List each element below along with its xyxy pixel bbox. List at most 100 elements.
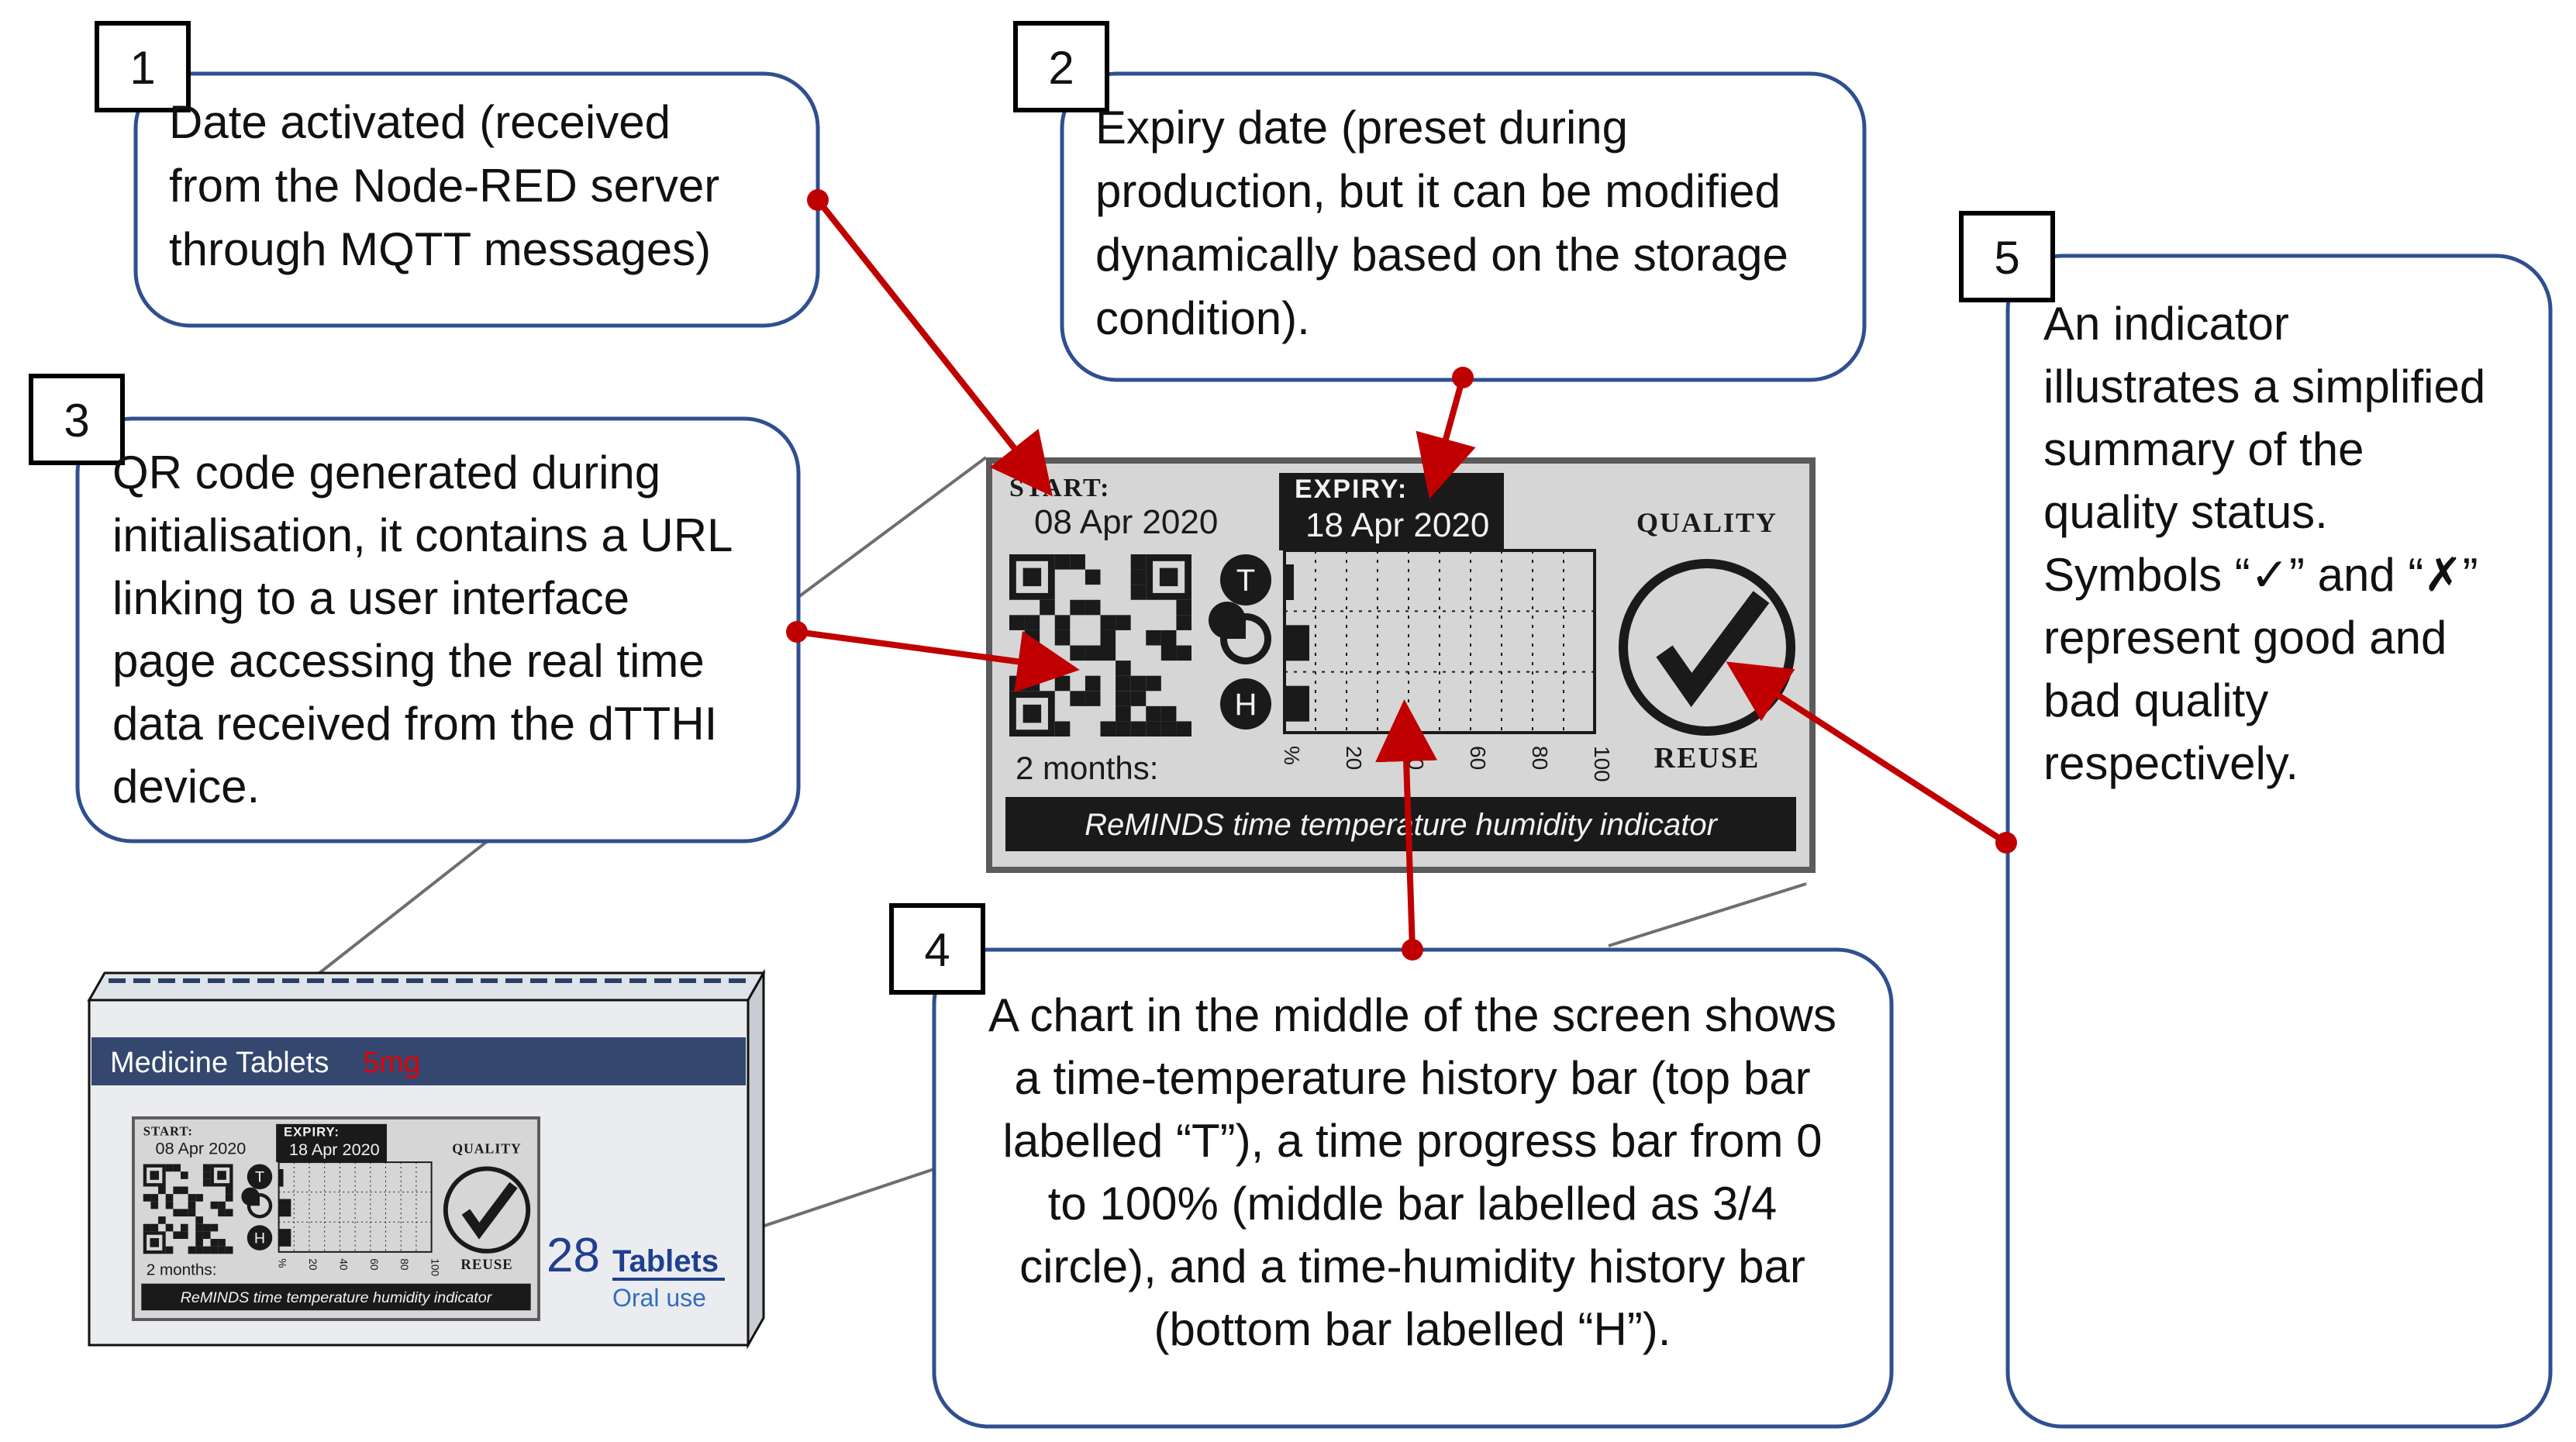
package-top-texture — [481, 978, 498, 983]
humidity-icon-label: H — [254, 1230, 265, 1247]
qr-module — [180, 1223, 188, 1232]
annotation-arrows — [786, 189, 2017, 961]
check-icon — [1656, 591, 1770, 708]
package-top-texture — [332, 978, 349, 983]
package-top-texture — [605, 978, 622, 983]
package-top-texture — [679, 978, 696, 983]
callout-number: 3 — [64, 395, 89, 447]
qr-module — [1085, 645, 1101, 661]
callout-text-line: dynamically based on the storage — [1095, 229, 1788, 281]
qr-module — [202, 1246, 211, 1254]
package-top-texture — [257, 978, 274, 983]
qr-module — [1130, 691, 1147, 706]
qr-module — [158, 1216, 166, 1224]
humidity-history-bar — [278, 1229, 291, 1247]
qr-module — [1085, 691, 1101, 706]
quality-ring — [443, 1166, 531, 1254]
qr-module — [1116, 661, 1131, 676]
qr-module — [225, 1209, 233, 1217]
qr-module — [1116, 721, 1131, 737]
qr-module — [150, 1223, 159, 1232]
qr-module — [225, 1186, 233, 1195]
callout-text-line: from the Node-RED server — [169, 160, 719, 212]
package-tablet-count: 28 — [547, 1229, 600, 1282]
qr-module — [1054, 615, 1071, 630]
qr-module — [150, 1194, 159, 1202]
qr-module — [1070, 599, 1085, 616]
package-top-texture — [729, 978, 746, 983]
qr-module — [225, 1194, 233, 1202]
package-top-texture — [158, 978, 175, 983]
humidity-history-bar — [1285, 685, 1309, 722]
footer-bar — [1005, 797, 1796, 851]
callout-text-line: page accessing the real time — [112, 635, 705, 687]
temperature-history-bar — [278, 1168, 284, 1187]
callout-text-line: to 100% (middle bar labelled as 3/4 — [1048, 1178, 1778, 1230]
callout-number: 5 — [1994, 232, 2019, 284]
package-top-texture — [704, 978, 721, 983]
qr-module — [1130, 585, 1147, 600]
package-top-texture — [282, 978, 299, 983]
qr-module — [1160, 705, 1177, 722]
callout-text-line: initialisation, it contains a URL — [112, 509, 733, 561]
package-route: Oral use — [612, 1284, 706, 1312]
qr-module — [1054, 721, 1071, 737]
callout-text-line: summary of the — [2043, 423, 2364, 475]
axis-tick-label: 20 — [1342, 746, 1366, 770]
qr-finder-pattern — [1159, 567, 1178, 587]
qr-module — [1085, 675, 1101, 692]
qr-module — [1070, 554, 1085, 570]
three-quarter-circle-icon — [1209, 602, 1246, 639]
axis-tick-label: 20 — [307, 1258, 319, 1271]
qr-module — [202, 1178, 211, 1187]
qr-finder-pattern — [150, 1171, 160, 1180]
package-top-face — [87, 971, 766, 1002]
qr-module — [165, 1194, 174, 1202]
qr-module — [1146, 675, 1161, 692]
callout-text-line: illustrates a simplified — [2043, 360, 2485, 412]
qr-module — [1040, 599, 1055, 616]
three-quarter-circle-icon — [241, 1187, 260, 1206]
callout-text-line: quality status. — [2043, 486, 2328, 538]
start-date: 08 Apr 2020 — [1034, 503, 1218, 541]
qr-module — [158, 1186, 166, 1195]
arrow-to-expiry-date — [1416, 376, 1476, 499]
qr-module — [1054, 554, 1071, 570]
qr-module — [1100, 630, 1116, 646]
arrow-to-quality-indicator — [1726, 661, 2009, 846]
qr-module — [173, 1209, 181, 1217]
package-brand-name: Medicine Tablets — [110, 1047, 329, 1079]
qr-module — [1116, 691, 1131, 706]
qr-module — [210, 1246, 219, 1254]
package-top-texture — [307, 978, 324, 983]
callout-text-line: (bottom bar labelled “H”). — [1154, 1303, 1671, 1355]
qr-module — [143, 1223, 151, 1232]
qr-finder-pattern — [150, 1238, 160, 1247]
qr-module — [188, 1194, 196, 1202]
callout-text-line: through MQTT messages) — [169, 223, 711, 275]
bar-icon-circle — [1220, 678, 1271, 730]
qr-module — [1116, 615, 1131, 630]
qr-module — [188, 1246, 196, 1254]
callout-text-line: An indicator — [2043, 298, 2289, 350]
bar-icon-circle — [247, 1225, 273, 1251]
package-top-texture — [456, 978, 473, 983]
qr-module — [1130, 569, 1147, 585]
callout-text-line: QR code generated during — [112, 447, 660, 498]
qr-module — [1176, 645, 1191, 661]
qr-module — [202, 1171, 211, 1179]
humidity-icon-label: H — [1235, 688, 1257, 722]
qr-module — [195, 1216, 203, 1224]
callout-number: 2 — [1048, 42, 1074, 94]
callout-text-line: Expiry date (preset during — [1095, 102, 1628, 154]
qr-module — [1085, 569, 1101, 585]
qr-module — [225, 1246, 233, 1254]
qr-module — [1130, 721, 1147, 737]
duration-label: 2 months: — [147, 1261, 217, 1278]
callout-text-line: a time-temperature history bar (top bar — [1014, 1052, 1810, 1104]
qr-module — [165, 1246, 174, 1254]
arrow-to-qr-code — [796, 629, 1080, 693]
